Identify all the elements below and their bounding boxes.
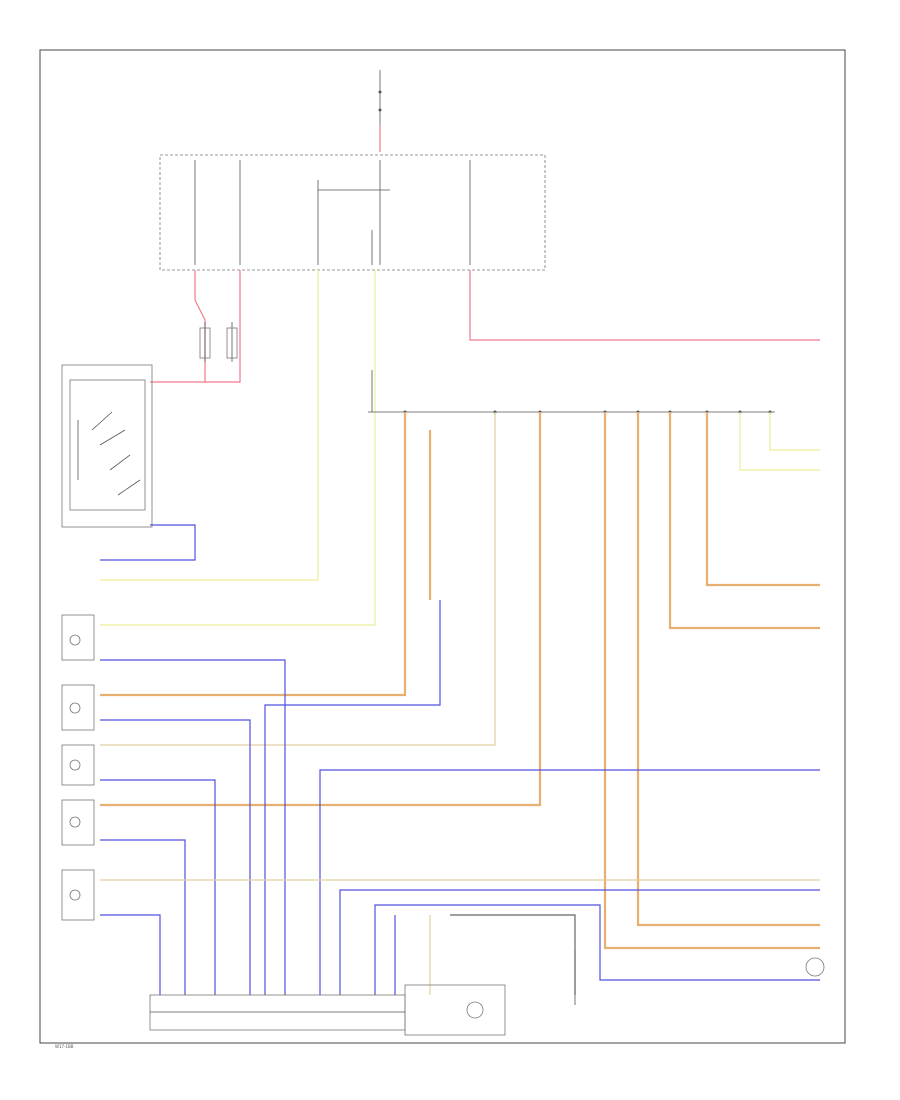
fuse-box xyxy=(159,154,546,271)
black-wires xyxy=(450,914,576,1005)
footer-code: W17-1BB xyxy=(55,1044,74,1049)
diagram-frame xyxy=(39,49,846,1044)
blue-wires xyxy=(100,524,820,995)
bottom-connector xyxy=(149,984,506,1036)
bus-line xyxy=(368,370,775,414)
top-fuse-feed xyxy=(378,70,382,152)
yellow-wires xyxy=(100,270,376,626)
left-switches xyxy=(61,614,95,921)
tan-wires xyxy=(100,879,820,995)
right-lamp xyxy=(805,957,825,977)
bus-drop-wires xyxy=(100,412,820,950)
left-relay-block xyxy=(61,364,153,528)
red-wires xyxy=(150,270,820,383)
left-connectors xyxy=(199,322,238,362)
